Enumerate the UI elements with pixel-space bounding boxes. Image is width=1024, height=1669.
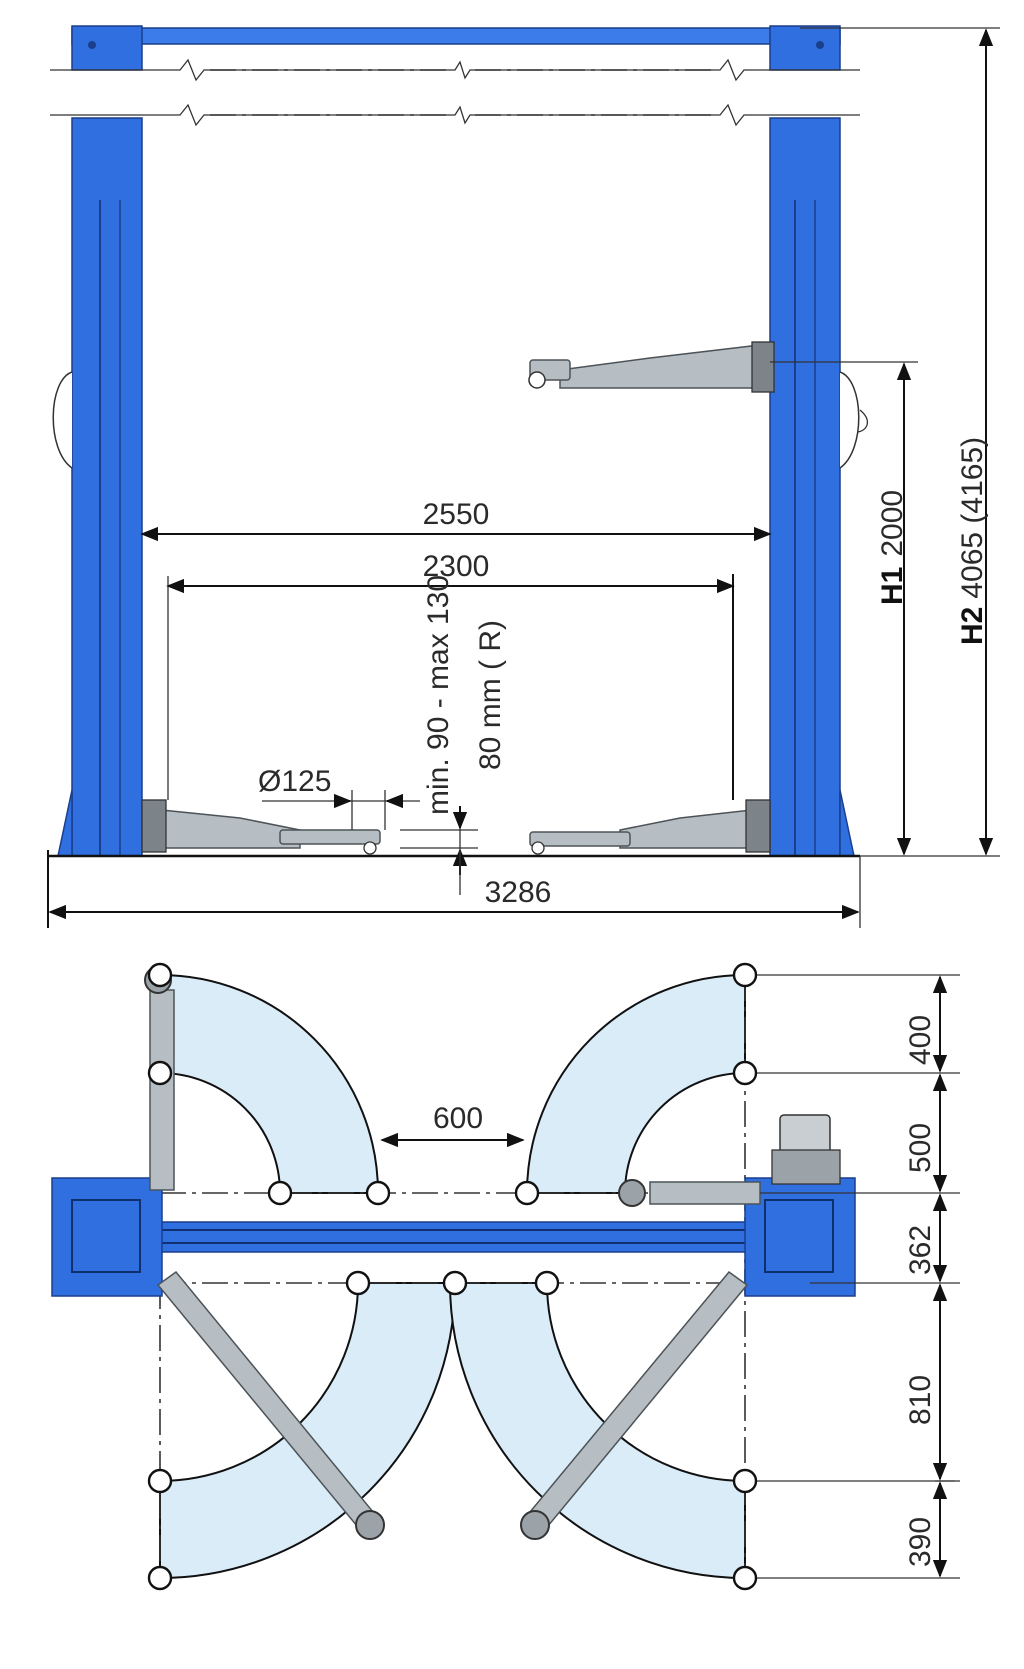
svg-text:H24065 (4165): H24065 (4165) [956, 437, 989, 645]
left-column [52, 117, 143, 857]
svg-text:390: 390 [904, 1517, 937, 1567]
raised-lift-arm [528, 341, 775, 393]
top-beam-left-cap [71, 25, 143, 71]
svg-text:400: 400 [904, 1015, 937, 1065]
svg-text:Ø125: Ø125 [258, 765, 331, 798]
sweep-area-top-left [159, 973, 380, 1194]
right-column [769, 117, 868, 857]
dim-center-gap: 600 [433, 1102, 483, 1135]
top-beam-right-cap [769, 25, 841, 71]
svg-text:min. 90 - max 130: min. 90 - max 130 [422, 575, 455, 815]
svg-text:362: 362 [904, 1225, 937, 1275]
arm-top-right [649, 1181, 761, 1205]
svg-text:H12000: H12000 [876, 490, 909, 605]
lowered-lift-arm-right [529, 799, 771, 855]
dim-h2: H24065 (4165) [800, 27, 1000, 857]
height-break-lines [50, 58, 860, 127]
dim-pad-height: min. 90 - max 130 80 mm ( R) [400, 575, 507, 895]
dim-pad-diameter: Ø125 [258, 765, 420, 830]
base-plate-right [744, 1177, 856, 1297]
svg-text:500: 500 [904, 1123, 937, 1173]
dim-overall-width: 3286 [485, 876, 552, 909]
dim-h1: H12000 [770, 361, 918, 856]
svg-text:810: 810 [904, 1375, 937, 1425]
pad-positions [147, 962, 758, 1591]
svg-text:80 mm ( R): 80 mm ( R) [474, 620, 507, 770]
base-plate-left [51, 1177, 163, 1297]
base-crossbar [99, 1221, 811, 1253]
arm-top-left [149, 989, 175, 1191]
lowered-lift-arm-left [141, 799, 381, 855]
front-view: 2550 2300 3286 Ø125 min. 90 - max 130 [47, 25, 1000, 928]
dim-column-gap: 2550 [423, 498, 490, 531]
motor-unit [771, 1114, 841, 1185]
top-beam [71, 27, 841, 45]
dim-arm-span: 2300 [423, 550, 490, 583]
dim-stack-right: 400 500 362 810 390 [757, 974, 960, 1579]
top-view: 600 400 500 362 810 390 [51, 962, 960, 1591]
sweep-area-top-right [525, 973, 746, 1194]
